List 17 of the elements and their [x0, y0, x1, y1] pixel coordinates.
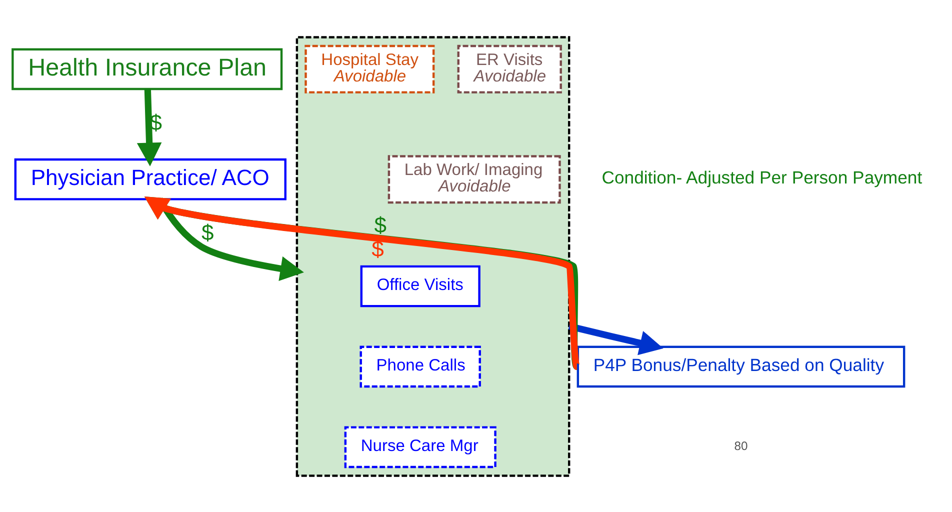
node-box: Lab Work/ Imaging Avoidable	[388, 154, 561, 204]
node-box: ER Visits Avoidable	[457, 44, 562, 93]
node-box: Phone Calls	[360, 345, 481, 388]
node-box: Health Insurance Plan	[12, 48, 283, 90]
node-box: Office Visits	[360, 264, 480, 307]
label: Condition- Adjusted Per Person Payment	[602, 167, 922, 188]
edge-label: $	[372, 236, 384, 262]
edge-label: $	[374, 212, 387, 237]
edge-label: $	[202, 219, 214, 244]
node-box: P4P Bonus/Penalty Based on Quality	[576, 345, 906, 388]
node-box: Hospital Stay Avoidable	[304, 44, 435, 93]
node-box: Nurse Care Mgr	[344, 426, 496, 468]
node-box: Physician Practice/ ACO	[14, 158, 286, 200]
cluster	[296, 36, 570, 476]
arrow	[136, 88, 162, 166]
label: 80	[734, 438, 748, 453]
arrow	[568, 322, 664, 355]
